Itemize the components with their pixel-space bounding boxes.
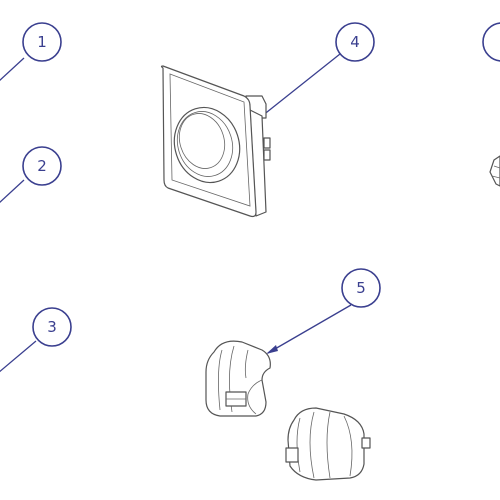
callout-4: 4 — [261, 22, 375, 117]
callout-label-1: 1 — [37, 33, 47, 51]
round-button-rim — [173, 106, 241, 184]
callout-bubble-2 — [22, 146, 62, 186]
leader-line-5 — [267, 304, 352, 354]
callout-3: 3 — [0, 307, 72, 373]
insert-module-front — [205, 340, 271, 417]
callout-label-4: 4 — [350, 33, 360, 51]
callout-1: 1 — [0, 22, 62, 82]
module-rear-rib-1 — [296, 417, 301, 473]
switch-cover-plate — [160, 65, 271, 218]
module-rear-rib-3 — [326, 411, 331, 479]
module-rear-edge — [343, 415, 353, 477]
module-front-notch — [247, 379, 263, 415]
module-front-rib-1 — [218, 349, 223, 411]
callout-bubble-4 — [335, 22, 375, 62]
callout-5: 5 — [266, 268, 381, 354]
callout-label-3: 3 — [47, 318, 57, 336]
module-front-body — [205, 340, 271, 417]
leader-line-3 — [0, 340, 37, 373]
round-button-highlight — [178, 113, 226, 169]
plate-bevel — [169, 73, 251, 207]
leader-line-2 — [0, 179, 25, 204]
callout-bubble-5 — [341, 268, 381, 308]
callout-2: 2 — [0, 146, 62, 204]
insert-module-rear — [285, 407, 371, 481]
callout-label-5: 5 — [356, 279, 366, 297]
module-front-rib-3 — [244, 349, 249, 379]
callout-label-2: 2 — [37, 157, 47, 175]
module-rear-tab — [361, 437, 371, 449]
module-rear-rib-2 — [309, 411, 315, 479]
partial-part-right-edge — [489, 155, 500, 187]
module-rear-terminal — [285, 447, 299, 463]
leader-line-4 — [261, 53, 341, 117]
leader-line-1 — [0, 57, 25, 82]
partial-part-body — [489, 155, 500, 187]
round-button-face — [176, 111, 234, 177]
leader-arrow-5 — [266, 345, 278, 354]
partial-part-detail — [491, 165, 500, 179]
callout-6-partial — [482, 22, 500, 62]
callout-bubble-1 — [22, 22, 62, 62]
callout-bubble-6 — [482, 22, 500, 62]
callout-bubble-3 — [32, 307, 72, 347]
plate-clip-lower — [263, 149, 271, 161]
plate-clip-upper — [263, 137, 271, 149]
module-rear-body — [287, 407, 365, 481]
